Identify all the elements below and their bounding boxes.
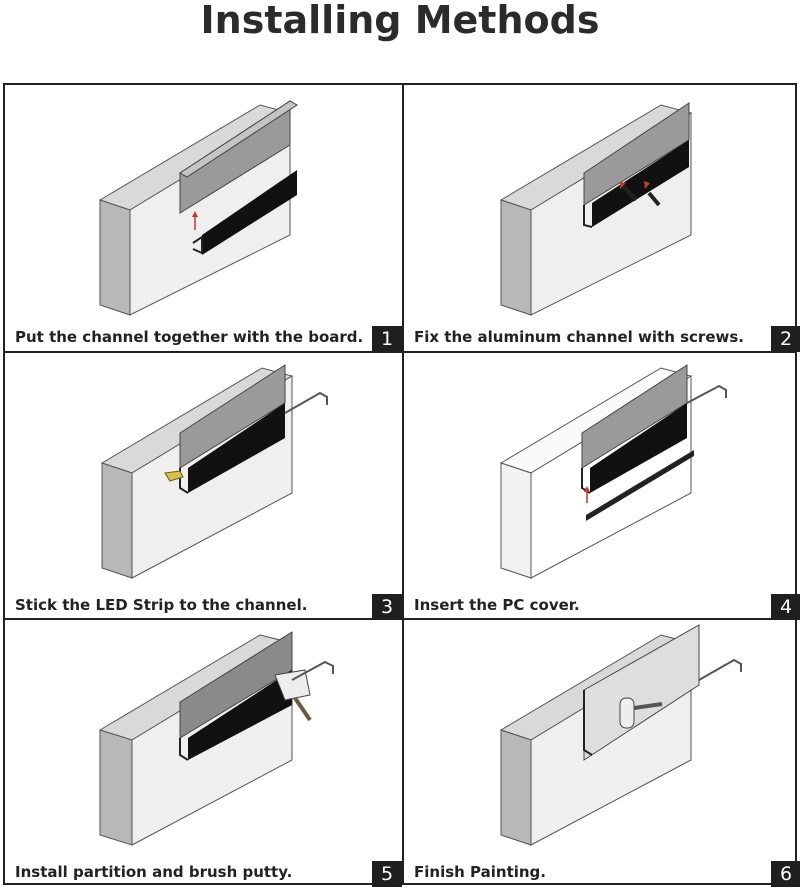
step-6-illustration bbox=[499, 624, 742, 846]
step-1-illustration bbox=[98, 100, 298, 316]
step-4-illustration bbox=[499, 364, 727, 579]
step-number-badge: 1 bbox=[372, 326, 402, 352]
step-panel-6: Finish Painting. 6 bbox=[404, 620, 800, 887]
step-2-illustration bbox=[499, 102, 693, 316]
page-title: Installing Methods bbox=[200, 0, 600, 42]
grid-divider-row-1 bbox=[5, 351, 795, 353]
step-panel-4: Insert the PC cover. 4 bbox=[404, 353, 800, 620]
step-number-badge: 3 bbox=[372, 594, 402, 620]
grid-divider-vertical bbox=[402, 85, 404, 883]
step-caption: Finish Painting. bbox=[414, 863, 546, 881]
step-caption: Insert the PC cover. bbox=[414, 596, 580, 614]
step-caption: Put the channel together with the board. bbox=[15, 328, 364, 346]
step-number-badge: 6 bbox=[771, 861, 800, 887]
step-5-illustration bbox=[98, 631, 334, 846]
steps-grid: Put the channel together with the board.… bbox=[3, 83, 800, 887]
step-caption: Fix the aluminum channel with screws. bbox=[414, 328, 744, 346]
step-caption: Stick the LED Strip to the channel. bbox=[15, 596, 308, 614]
step-3-illustration bbox=[100, 364, 328, 579]
step-number-badge: 4 bbox=[771, 594, 800, 620]
step-panel-3: Stick the LED Strip to the channel. 3 bbox=[5, 353, 402, 620]
step-caption: Install partition and brush putty. bbox=[15, 863, 293, 881]
step-panel-1: Put the channel together with the board.… bbox=[5, 85, 402, 352]
step-number-badge: 2 bbox=[771, 326, 800, 352]
step-panel-5: Install partition and brush putty. 5 bbox=[5, 620, 402, 887]
step-number-badge: 5 bbox=[372, 861, 402, 887]
step-panel-2: Fix the aluminum channel with screws. 2 bbox=[404, 85, 800, 352]
